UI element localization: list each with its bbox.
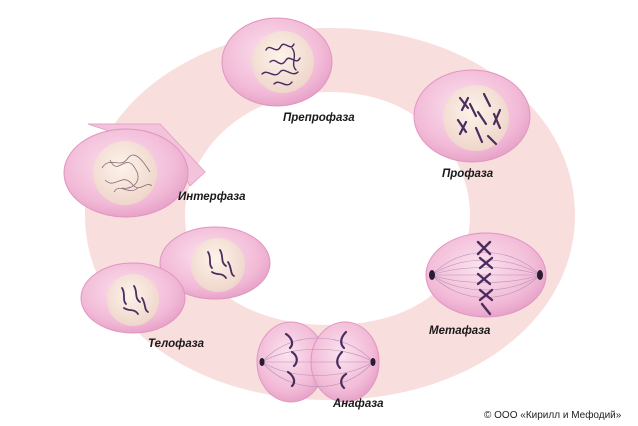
metaphase-cell [425, 232, 547, 318]
anaphase-spindle [261, 337, 374, 388]
separating-chromatids [284, 330, 348, 390]
anaphase-cell [256, 321, 380, 403]
stage-label-telophase: Телофаза [148, 338, 204, 350]
telophase-daughter-cell [159, 226, 271, 300]
spindle-pole [370, 358, 376, 366]
metaphase-plate-chromosomes [476, 240, 494, 316]
spindle-pole [429, 270, 435, 280]
preprophase-cell [221, 17, 333, 107]
spindle-pole [259, 358, 265, 366]
copyright-notice: © ООО «Кирилл и Мефодий» [484, 410, 622, 421]
stage-label-metaphase: Метафаза [429, 325, 491, 337]
stage-label-interphase: Интерфаза [178, 191, 246, 203]
telophase-daughter-cell [80, 262, 186, 334]
stage-label-preprophase: Препрофаза [283, 112, 355, 124]
spindle-fibers [431, 252, 541, 298]
prophase-cell [413, 69, 531, 163]
interphase-cell [63, 128, 189, 218]
chromatin-threads [101, 154, 153, 193]
condensing-chromosomes [261, 43, 301, 86]
spindle-pole [537, 270, 543, 280]
prophase-chromosomes [456, 92, 502, 146]
stage-label-anaphase: Анафаза [333, 398, 384, 410]
stage-label-prophase: Профаза [442, 168, 494, 180]
